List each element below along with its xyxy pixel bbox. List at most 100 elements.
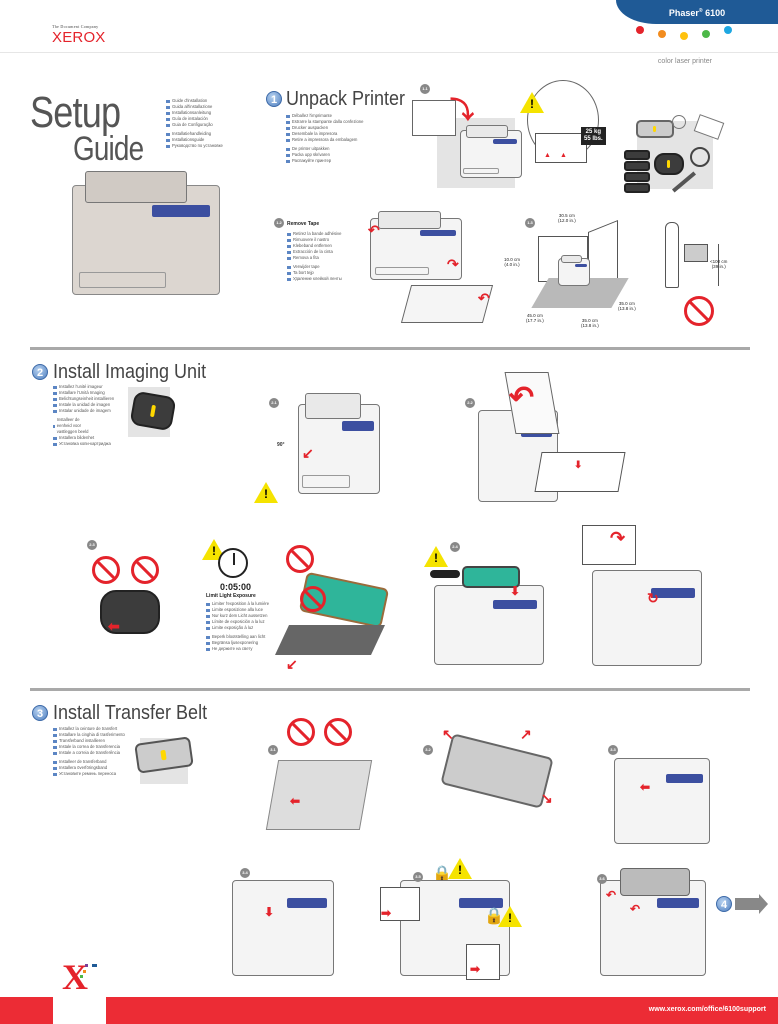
clock-icon <box>218 548 248 578</box>
tape-arrow-icon: ↶ <box>478 290 490 306</box>
lang-item: Installeer de transferband <box>53 759 125 765</box>
step-3-6: 3.6 <box>597 874 607 884</box>
remove-tape-languages: Retirez la bande adhésive Rimuovere il n… <box>287 231 342 282</box>
cd-icon <box>672 115 686 129</box>
lang-item: Instale la unidad de imagen <box>53 402 114 408</box>
lang-item: Instale la correa de transferencia <box>53 744 125 750</box>
lang-item: Installare la cinghia di trasferimento <box>53 732 125 738</box>
xerox-x-logo: X <box>62 957 88 997</box>
lang-item: Remova a fita <box>287 255 342 261</box>
lang-item: Estrarre la stampante dalla confezione <box>286 119 363 125</box>
lang-item: Не держите на свету <box>206 646 269 652</box>
remove-arrow-icon: ↘ <box>541 790 553 806</box>
lang-item: Installationsguide <box>166 137 223 143</box>
lever-arrow-icon: ⬇ <box>574 460 583 471</box>
lang-item: Limite esposizione alla luce <box>206 607 269 613</box>
angle-label: 90° <box>277 442 285 448</box>
lang-item: Begränsa ljusexponering <box>206 640 269 646</box>
unwrap-arrow-icon: ⬅ <box>290 794 301 808</box>
up-arrow-icon: ▲ <box>560 152 567 159</box>
transfer-belt-icon <box>636 120 674 138</box>
cover-printer-illustration <box>72 170 220 295</box>
lang-item: Instale a correia de transferência <box>53 750 125 756</box>
step24-printer <box>434 585 544 665</box>
lang-item: Installationsanleitung <box>166 110 223 116</box>
section-number-3: 3 <box>32 705 48 721</box>
person-illustration <box>665 222 679 288</box>
lang-item: Installeer de eenheid voor vastleggen be… <box>53 417 93 435</box>
clearance-left: 10.0 cm(4.0 in.) <box>504 257 521 267</box>
lock-arrow-icon: ↻ <box>647 590 659 606</box>
cover-languages: Guide d'installation Guida all'installaz… <box>166 98 223 149</box>
lang-item: Guía de instalación <box>166 116 223 122</box>
no-sharp-object-icon <box>287 718 315 746</box>
lang-item: Límite de exposición a la luz <box>206 619 269 625</box>
detail-inset <box>582 525 636 565</box>
close-arrow-icon: ↶ <box>630 902 641 916</box>
toner-cartridge-icon <box>624 172 650 182</box>
brand-dot-red <box>636 26 644 34</box>
lever-detail <box>534 452 626 492</box>
exposure-timer: 0:05:00 <box>220 582 252 592</box>
footer-bar <box>0 997 778 1024</box>
remove-sheet-arrow-icon: ↙ <box>286 656 298 672</box>
step36-printer <box>600 880 706 976</box>
imaging-unit-insert <box>462 566 520 588</box>
step-1-1: 1.1 <box>420 84 430 94</box>
no-sharp-object-icon <box>92 556 120 584</box>
lang-item: Beperk blootstelling aan licht <box>206 634 269 640</box>
remove-arrow-icon: ↗ <box>520 726 532 742</box>
section-divider <box>30 347 750 350</box>
warning-icon: ! <box>448 858 472 879</box>
lang-item: Retire a impressora da embalagem <box>286 137 363 143</box>
clearance-right: 35.0 cm(13.8 in.) <box>618 301 636 311</box>
pull-arrow-icon: ↙ <box>302 445 314 461</box>
tape-arrow-icon: ↶ <box>368 222 380 238</box>
lang-item: Guia de Configuração <box>166 122 223 128</box>
lang-item: Belichtungseinheit installieren <box>53 396 114 402</box>
lang-item: Transferband installieren <box>53 738 125 744</box>
clearance-front: 45.0 cm(17.7 in.) <box>526 313 544 323</box>
no-touch-drum-icon <box>300 586 326 612</box>
lang-item: Удаление клейкой ленты <box>287 276 342 282</box>
warning-icon: ! <box>520 92 544 113</box>
imaging-unit-unwrap <box>100 590 160 634</box>
no-touch-hand-icon <box>430 570 460 578</box>
detail-inset <box>380 887 420 921</box>
footer-logo-gap <box>53 997 106 1024</box>
next-arrow-icon[interactable] <box>735 894 768 914</box>
lang-item: Drucker auspacken <box>286 125 363 131</box>
unwrap-arrow-icon: ⬅ <box>108 618 120 634</box>
step21-printer <box>298 392 380 494</box>
lock-icon: 🔒 <box>432 866 452 883</box>
step34-printer <box>232 880 334 976</box>
warning-icon: ! <box>254 482 278 503</box>
lift-detail-box <box>535 133 587 163</box>
weight-kg: 25 kg <box>585 129 602 135</box>
section-title-transfer-belt: Install Transfer Belt <box>53 702 208 724</box>
clearance-bottom: 35.0 cm(13.8 in.) <box>581 318 599 328</box>
section-number-2: 2 <box>32 364 48 380</box>
unpacked-printer <box>460 124 522 178</box>
lift-arrow-icon: ⤵ <box>450 97 474 124</box>
step-3-1: 3.1 <box>268 745 278 755</box>
lang-item: Packa upp skrivaren <box>286 152 363 158</box>
brand-dot-yellow <box>680 32 688 40</box>
detail-inset <box>466 944 500 980</box>
insert-arrow-icon: ⬅ <box>640 780 651 794</box>
next-section-number[interactable]: 4 <box>716 896 732 912</box>
support-url[interactable]: www.xerox.com/office/6100support <box>648 1006 766 1013</box>
open-arrow-icon: ↶ <box>509 381 535 414</box>
step-2-2: 2.2 <box>465 398 475 408</box>
remove-tape-title: Remove Tape <box>287 221 320 227</box>
lang-item: Installez l'unité imageur <box>53 384 114 390</box>
section2-languages: Installez l'unité imageur Installare l'U… <box>53 384 114 447</box>
title-setup: Setup <box>30 88 121 137</box>
lang-item: Extracción de la cinta <box>287 249 342 255</box>
section3-languages: Installez la ceinture de transfert Insta… <box>53 726 125 777</box>
step-2-1: 2.1 <box>269 398 279 408</box>
section-title-imaging: Install Imaging Unit <box>53 361 207 383</box>
header-divider <box>0 52 778 53</box>
lang-item: Установите ремень переноса <box>53 771 125 777</box>
